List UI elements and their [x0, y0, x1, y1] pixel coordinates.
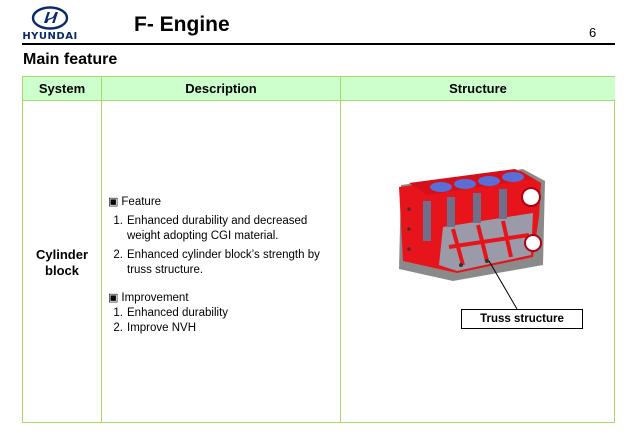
column-divider: [340, 77, 341, 422]
feature-heading-label: Feature: [121, 196, 162, 208]
column-header-structure: Structure: [341, 77, 615, 101]
feature-item: 1.Enhanced durability and decreased weig…: [108, 214, 338, 244]
feature-item: 2.Enhanced cylinder block’s strength by …: [108, 248, 338, 278]
square-bullet-icon: ▣: [108, 292, 119, 304]
hyundai-emblem-icon: [31, 6, 69, 30]
feature-item-text: Enhanced durability and decreased weight…: [127, 215, 308, 242]
feature-heading: ▣ Feature: [108, 195, 338, 210]
square-bullet-icon: ▣: [108, 196, 119, 208]
improvement-item-text: Enhanced durability: [127, 307, 229, 319]
title-divider: [22, 43, 615, 45]
page-number: 6: [589, 25, 597, 40]
logo-wordmark: HYUNDAI: [22, 31, 78, 42]
truss-structure-callout: Truss structure: [461, 309, 583, 329]
hyundai-logo: HYUNDAI: [20, 6, 80, 42]
description-cell: ▣ Feature 1.Enhanced durability and decr…: [108, 195, 338, 336]
column-header-description: Description: [102, 77, 340, 101]
column-divider: [101, 77, 102, 422]
slide-title: F- Engine: [134, 13, 230, 36]
improvement-item-text: Improve NVH: [127, 322, 197, 334]
cylinder-block-illustration: [399, 169, 545, 281]
column-header-system: System: [23, 77, 101, 101]
feature-item-text: Enhanced cylinder block’s strength by tr…: [127, 249, 320, 276]
improvement-heading: ▣ Improvement: [108, 291, 338, 306]
system-cell: Cylinder block: [35, 247, 88, 278]
section-heading: Main feature: [23, 51, 118, 68]
improvement-item: 2.Improve NVH: [113, 322, 197, 334]
improvement-heading-label: Improvement: [121, 292, 189, 304]
improvement-item: 1.Enhanced durability: [113, 307, 229, 319]
feature-table: System Description Structure Cylinder bl…: [22, 76, 615, 423]
